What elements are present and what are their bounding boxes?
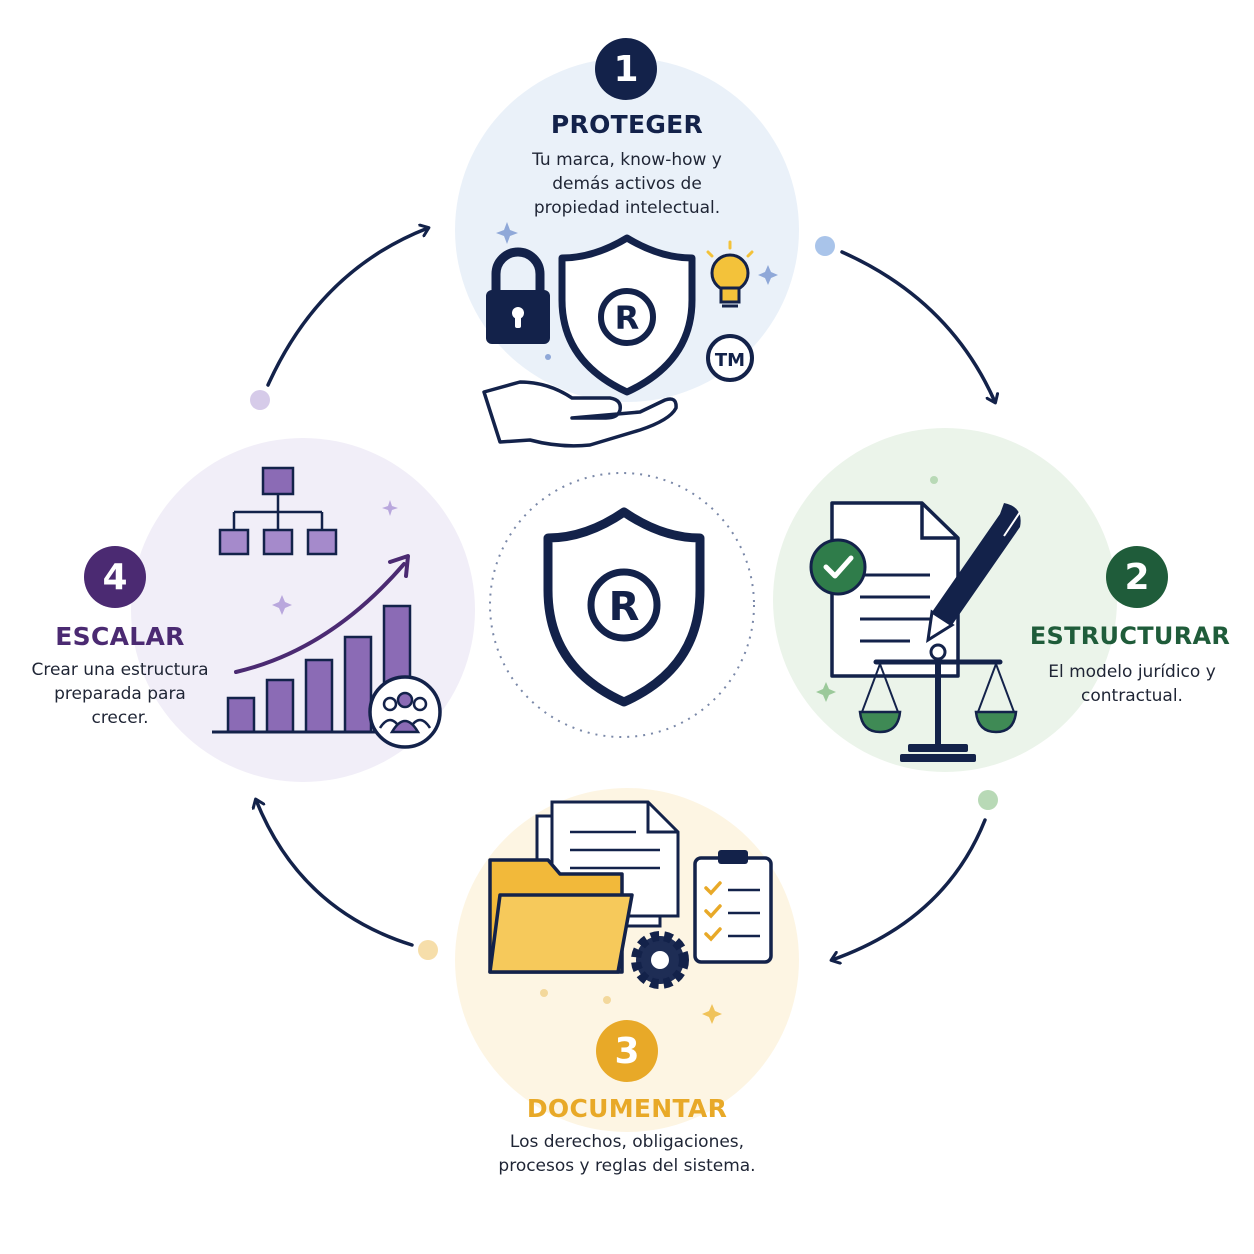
step4-number-badge: 4 — [84, 546, 146, 608]
step1-title: PROTEGER — [550, 110, 704, 139]
org-chart-icon — [218, 466, 338, 556]
decor-dot — [250, 390, 270, 410]
arrow-4-to-1 — [266, 228, 428, 387]
step2-number-badge: 2 — [1106, 546, 1168, 608]
padlock-icon — [486, 247, 550, 344]
folder-icon — [488, 858, 634, 974]
decor-dot — [930, 476, 938, 484]
pen-icon — [926, 503, 1021, 643]
center-shield-icon: R — [543, 507, 705, 707]
svg-text:R: R — [609, 584, 640, 630]
center-dotted-ring — [489, 472, 755, 738]
step4-title: ESCALAR — [55, 622, 185, 651]
step1-number-badge: 1 — [595, 38, 657, 100]
decor-dot — [603, 996, 611, 1004]
document-check-icon — [809, 501, 960, 678]
lightbulb-icon — [706, 240, 754, 308]
decor-dot — [540, 989, 548, 997]
shield-registered-icon: R — [558, 234, 696, 396]
step2-description: El modelo jurídico y contractual. — [1048, 662, 1216, 706]
svg-text:TM: TM — [715, 350, 745, 371]
step4-description: Crear una estructura preparada para crec… — [31, 660, 209, 728]
arrow-2-to-3 — [832, 818, 987, 960]
scales-icon — [858, 643, 1018, 762]
arrow-3-to-4 — [256, 800, 414, 947]
decor-dot — [418, 940, 438, 960]
gear-icon — [631, 931, 689, 989]
open-hand-icon — [482, 380, 678, 448]
step1-description: Tu marca, know-how y demás activos de pr… — [532, 150, 722, 218]
checklist-clipboard-icon — [693, 850, 773, 964]
step3-description: Los derechos, obligaciones, procesos y r… — [498, 1132, 756, 1176]
trademark-icon: TM — [706, 334, 754, 382]
arrow-1-to-2 — [840, 250, 995, 402]
sparkle-icons — [272, 222, 836, 1024]
decor-dot — [978, 790, 998, 810]
svg-text:R: R — [615, 299, 640, 337]
team-icon — [368, 675, 442, 749]
step3-number-badge: 3 — [596, 1020, 658, 1082]
growth-bar-chart-icon — [212, 554, 420, 734]
step3-title: DOCUMENTAR — [526, 1094, 728, 1123]
decor-dot — [815, 236, 835, 256]
decor-dot — [545, 354, 551, 360]
step2-title: ESTRUCTURAR — [1029, 622, 1231, 650]
